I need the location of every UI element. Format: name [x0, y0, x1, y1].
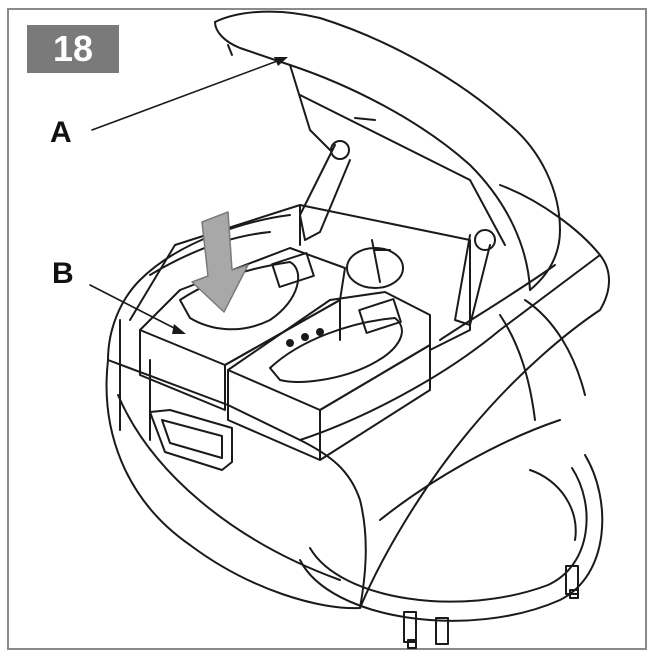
machine-feet	[403, 565, 579, 649]
insert-arrow	[191, 211, 249, 313]
battery-compartment	[119, 204, 471, 431]
callout-label-a: A	[50, 116, 72, 149]
open-lid	[214, 10, 561, 291]
battery-right	[227, 291, 431, 461]
base-disc	[299, 454, 604, 622]
callout-label-b: B	[52, 257, 74, 290]
leader-lines	[89, 57, 288, 334]
leader-line-b	[89, 284, 179, 331]
leader-line-a	[91, 59, 281, 131]
figure-frame	[7, 8, 647, 650]
lid-struts	[299, 140, 496, 326]
front-handle	[149, 409, 233, 471]
step-number-badge: 18	[27, 25, 119, 73]
machine-body	[105, 254, 610, 610]
